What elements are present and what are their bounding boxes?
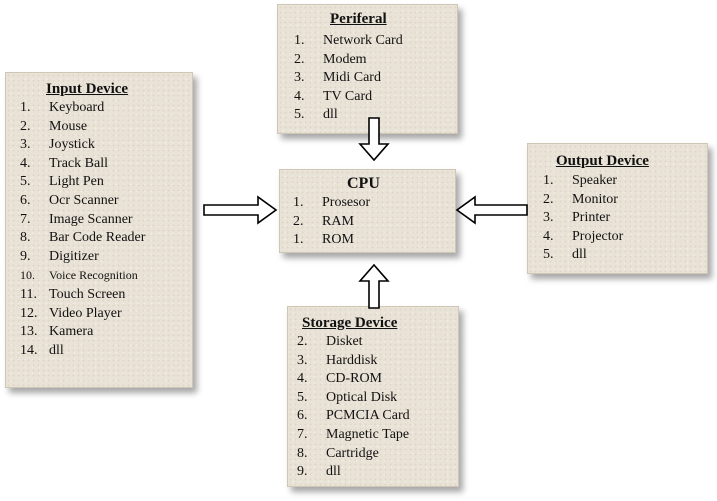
storage-device-box: Storage Device 2.Disket 3.Harddisk 4.CD-… xyxy=(287,306,459,487)
list-item: 5.Optical Disk xyxy=(297,389,398,405)
periferal-box: Periferal 1.Network Card 2.Modem 3.Midi … xyxy=(277,4,458,134)
arrow-output-to-cpu xyxy=(455,195,528,225)
list-item: 6.Ocr Scanner xyxy=(20,192,119,208)
list-item: 6.PCMCIA Card xyxy=(297,408,410,424)
list-item: 2.Mouse xyxy=(20,118,88,134)
list-item: 4.Track Ball xyxy=(20,155,108,171)
list-item: 9.dll xyxy=(297,464,341,480)
list-item: 7.Magnetic Tape xyxy=(297,426,410,442)
list-item: 5.Light Pen xyxy=(20,174,104,190)
list-item: 8.Bar Code Reader xyxy=(20,230,146,246)
arrow-periferal-to-cpu xyxy=(358,117,390,162)
periferal-title: Periferal xyxy=(330,11,387,27)
output-device-title: Output Device xyxy=(556,153,649,169)
list-item: 3.Printer xyxy=(543,210,611,226)
list-item: 1.Network Card xyxy=(294,33,403,48)
list-item: 9.Digitizer xyxy=(20,248,99,264)
list-item: 4.CD-ROM xyxy=(297,371,383,387)
arrow-storage-to-cpu xyxy=(358,263,390,309)
list-item: 8.Cartridge xyxy=(297,445,379,461)
arrow-input-to-cpu xyxy=(203,195,278,225)
list-item: 1.Keyboard xyxy=(20,100,105,115)
list-item: 13.Kamera xyxy=(20,324,94,340)
list-item: 1.Speaker xyxy=(543,173,618,188)
list-item: 2.Monitor xyxy=(543,191,618,207)
list-item: 10.Voice Recognition xyxy=(20,268,138,283)
list-item: 12.Video Player xyxy=(20,305,122,321)
list-item: 2.RAM xyxy=(293,213,354,229)
periferal-list: 1.Network Card 2.Modem 3.Midi Card 4.TV … xyxy=(294,32,403,125)
output-device-box: Output Device 1.Speaker 2.Monitor 3.Prin… xyxy=(527,143,708,274)
list-item: 2.Disket xyxy=(297,334,363,349)
list-item: 7.Image Scanner xyxy=(20,211,133,227)
list-item: 1.Prosesor xyxy=(293,195,371,210)
list-item: 3.Harddisk xyxy=(297,352,378,368)
list-item: 4.TV Card xyxy=(294,88,373,104)
list-item: 5.dll xyxy=(294,107,338,123)
storage-device-title: Storage Device xyxy=(302,315,398,331)
input-device-list: 1.Keyboard 2.Mouse 3.Joystick 4.Track Ba… xyxy=(20,99,145,360)
input-device-box: Input Device 1.Keyboard 2.Mouse 3.Joysti… xyxy=(5,72,193,388)
cpu-box: CPU 1.Prosesor 2.RAM 1.ROM xyxy=(279,169,456,253)
list-item: 4.Projector xyxy=(543,228,624,244)
output-device-list: 1.Speaker 2.Monitor 3.Printer 4.Projecto… xyxy=(543,172,623,265)
list-item: 3.Joystick xyxy=(20,137,95,153)
input-device-title: Input Device xyxy=(46,81,129,97)
list-item: 11.Touch Screen xyxy=(20,286,126,302)
list-item: 5.dll xyxy=(543,247,587,263)
cpu-list: 1.Prosesor 2.RAM 1.ROM xyxy=(293,194,370,250)
list-item: 14.dll xyxy=(20,342,64,358)
list-item: 1.ROM xyxy=(293,232,354,248)
list-item: 2.Modem xyxy=(294,51,367,67)
cpu-title: CPU xyxy=(347,175,380,192)
storage-device-list: 2.Disket 3.Harddisk 4.CD-ROM 5.Optical D… xyxy=(297,333,410,482)
list-item: 3.Midi Card xyxy=(294,70,381,86)
